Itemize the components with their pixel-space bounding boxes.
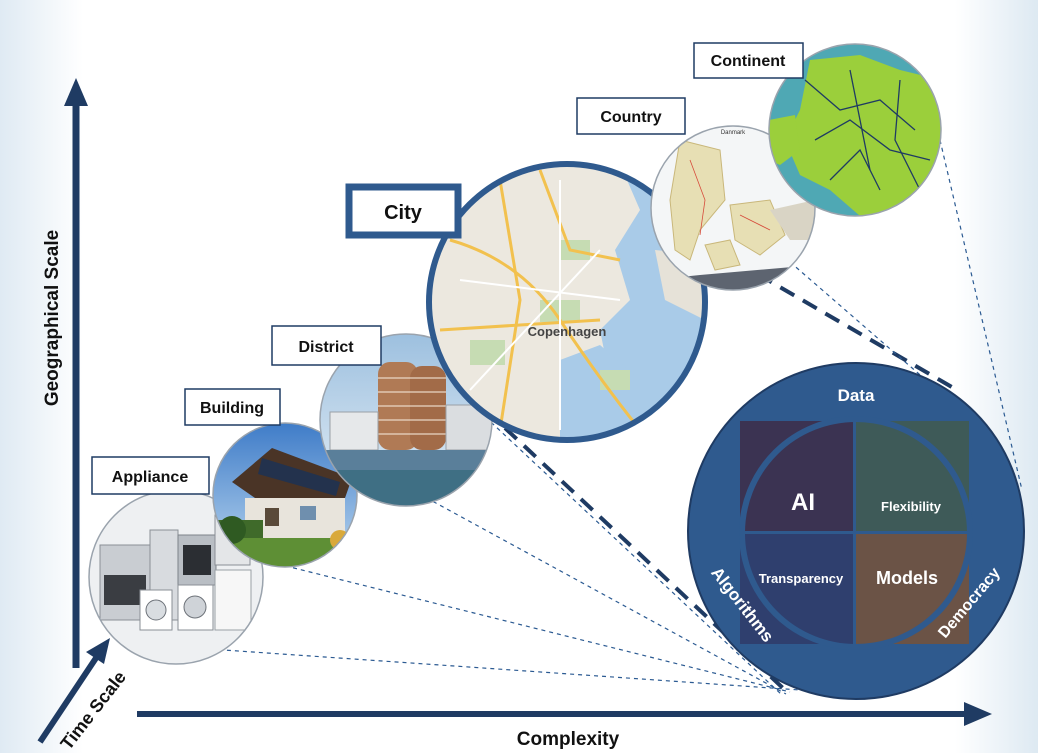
city-label: City xyxy=(345,183,462,239)
z-axis-arrowhead xyxy=(86,638,110,664)
building-label-text: Building xyxy=(200,400,264,417)
continent-label: Continent xyxy=(693,42,804,79)
quadrant-ai-label: AI xyxy=(791,489,815,516)
z-axis xyxy=(37,650,103,744)
core-circle: Data AI Flexibility Transparency Models … xyxy=(687,362,1025,700)
district-label-text: District xyxy=(298,339,354,356)
city-map-label: Copenhagen xyxy=(528,324,607,339)
appliance-label-text: Appliance xyxy=(112,469,189,486)
quadrant-flexibility-label: Flexibility xyxy=(881,499,942,514)
city-label-text: City xyxy=(384,202,423,224)
y-axis-label: Geographical Scale xyxy=(42,230,63,406)
quadrant-models xyxy=(856,534,969,644)
quadrant-transparency xyxy=(740,534,853,644)
country-map-title: Danmark xyxy=(721,130,746,136)
country-label-text: Country xyxy=(600,109,661,126)
building-label: Building xyxy=(184,388,281,426)
y-axis-arrowhead xyxy=(64,78,88,106)
x-axis-label: Complexity xyxy=(517,729,620,750)
quadrant-ai xyxy=(740,421,853,531)
core-data-label: Data xyxy=(838,386,875,405)
quadrant-flexibility xyxy=(856,421,969,531)
continent-label-text: Continent xyxy=(711,53,786,70)
district-label: District xyxy=(271,325,382,366)
quadrant-models-label: Models xyxy=(876,568,938,588)
x-axis-arrowhead xyxy=(964,702,992,726)
z-axis-label: Time Scale xyxy=(57,667,130,753)
country-map-image: Danmark xyxy=(650,125,816,291)
appliance-label: Appliance xyxy=(91,456,210,495)
quadrant-transparency-label: Transparency xyxy=(759,571,844,586)
country-label: Country xyxy=(576,97,686,135)
